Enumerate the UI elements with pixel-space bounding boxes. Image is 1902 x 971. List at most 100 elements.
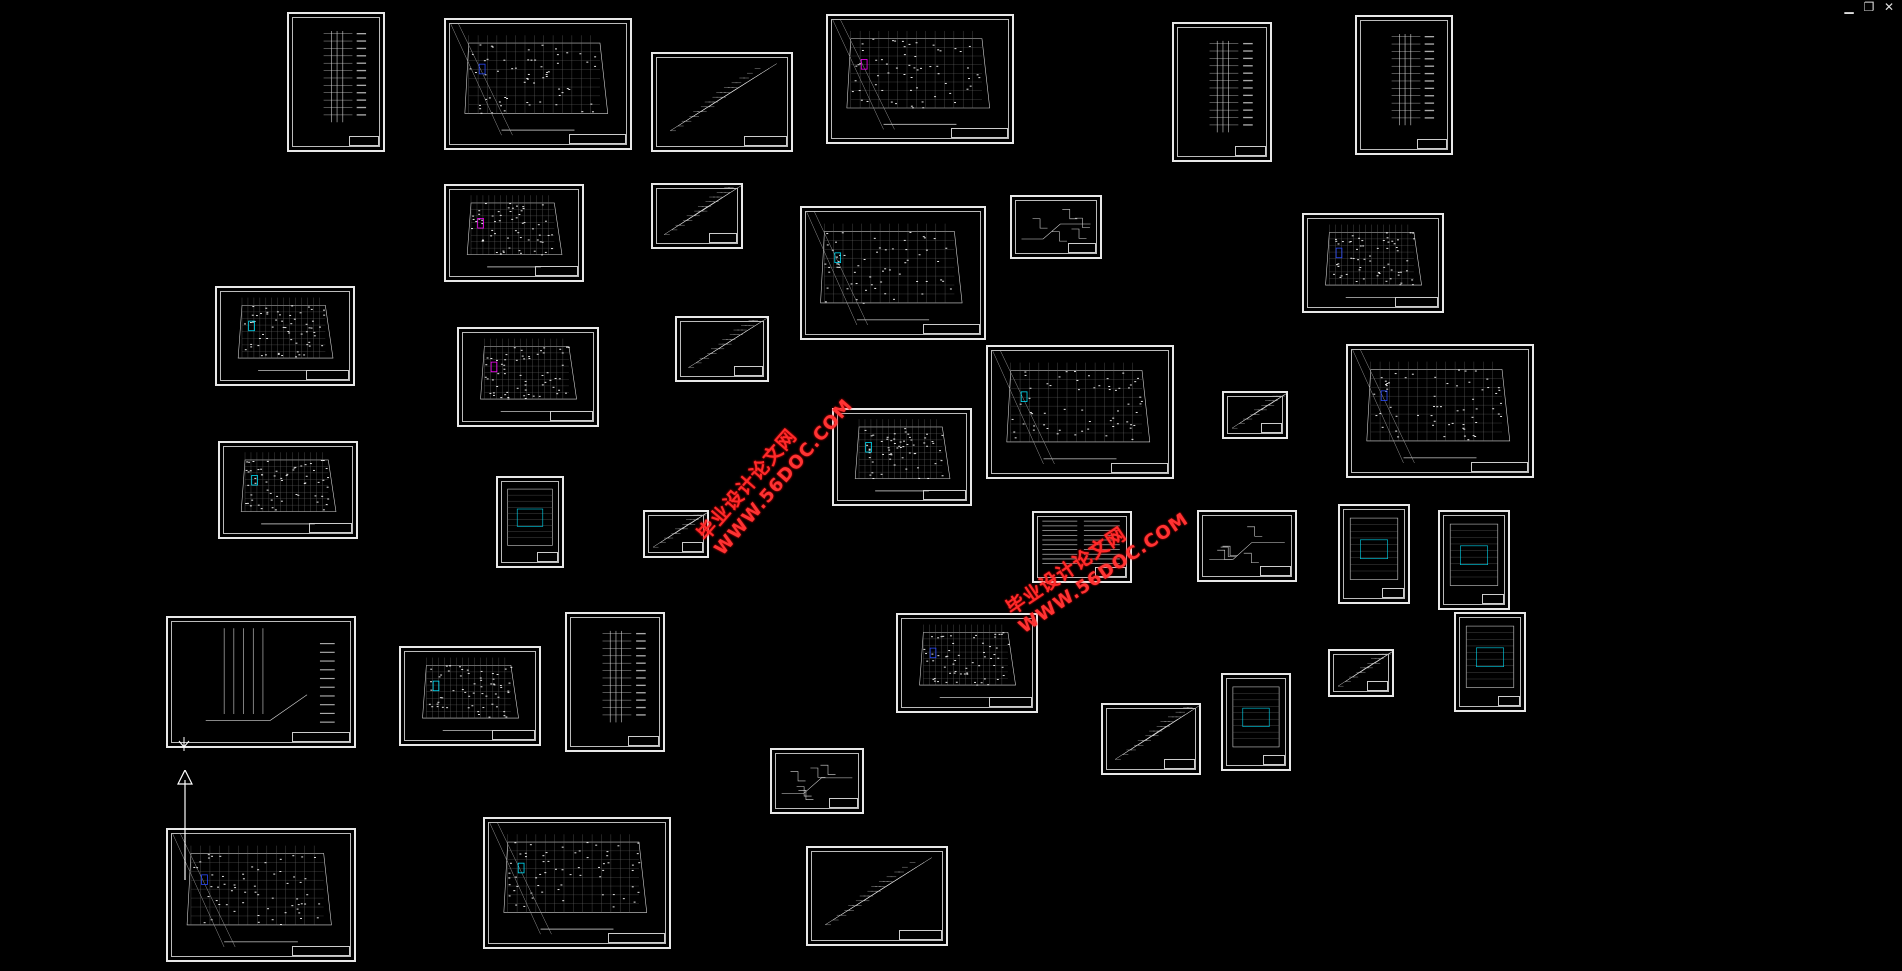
sheet-drawing-lines — [825, 857, 932, 926]
drawing-sheet-26[interactable] — [166, 616, 356, 748]
sheet-drawing-lines — [1349, 517, 1399, 580]
title-block — [1367, 681, 1388, 691]
drawing-sheet-30[interactable] — [1101, 703, 1201, 775]
drawing-sheet-10[interactable] — [1010, 195, 1102, 259]
sheet-drawing-lines — [237, 297, 334, 372]
title-block — [1481, 594, 1504, 604]
sheet-drawing-lines — [602, 630, 646, 723]
sheet-drawing-lines — [240, 452, 337, 525]
title-block — [1263, 755, 1285, 765]
drawing-sheet-37[interactable] — [806, 846, 948, 946]
sheet-drawing-lines — [919, 624, 1016, 699]
title-block — [829, 798, 858, 808]
title-block — [1235, 146, 1266, 156]
drawing-sheet-15[interactable] — [986, 345, 1174, 479]
title-block — [536, 552, 558, 562]
drawing-sheet-8[interactable] — [651, 183, 743, 249]
drawing-sheet-3[interactable] — [651, 52, 793, 152]
title-block — [306, 370, 349, 380]
sheet-drawing-lines — [480, 338, 577, 413]
sheet-drawing-lines — [323, 30, 367, 123]
sheet-drawing-lines — [422, 657, 519, 732]
sheet-drawing-lines — [670, 63, 777, 132]
drawing-sheet-4[interactable] — [826, 14, 1014, 144]
title-block — [1110, 463, 1168, 473]
title-block — [1381, 588, 1404, 598]
sheet-drawing-lines — [652, 512, 707, 548]
title-block — [898, 930, 942, 940]
drawing-sheet-36[interactable] — [483, 817, 671, 949]
sheet-drawing-lines — [205, 628, 335, 723]
drawing-sheet-16[interactable] — [1222, 391, 1288, 439]
drawing-sheet-28[interactable] — [565, 612, 665, 752]
drawing-sheet-12[interactable] — [215, 286, 355, 386]
drawing-sheet-6[interactable] — [1355, 15, 1453, 155]
drawing-sheet-17[interactable] — [1346, 344, 1534, 478]
drawing-sheet-27[interactable] — [399, 646, 541, 746]
title-block — [708, 233, 737, 243]
drawing-sheet-14[interactable] — [675, 316, 769, 382]
sheet-drawing-lines — [781, 764, 853, 800]
drawing-sheet-29[interactable] — [896, 613, 1038, 713]
drawing-sheet-24[interactable] — [1338, 504, 1410, 604]
title-block — [348, 136, 379, 146]
minimize-button[interactable]: ▁ — [1844, 0, 1854, 14]
title-block — [1394, 297, 1438, 307]
drawing-sheet-20[interactable] — [643, 510, 709, 558]
title-block — [743, 136, 787, 146]
sheet-drawing-lines — [806, 211, 963, 326]
sheet-drawing-lines — [1114, 705, 1199, 760]
title-block — [568, 134, 626, 144]
sheet-drawing-lines — [450, 23, 609, 136]
sheet-drawing-lines — [1337, 651, 1392, 687]
title-block — [607, 933, 665, 943]
title-block — [988, 697, 1032, 707]
ucs-marker-icon — [178, 737, 190, 751]
drawing-sheet-1[interactable] — [287, 12, 385, 152]
drawing-sheet-5[interactable] — [1172, 22, 1272, 162]
sheet-drawing-lines — [1209, 526, 1285, 563]
sheet-drawing-lines — [1391, 33, 1435, 126]
drawing-sheet-33[interactable] — [1454, 612, 1526, 712]
title-block — [292, 732, 350, 742]
sheet-drawing-lines — [1209, 40, 1253, 133]
drawing-sheet-19[interactable] — [496, 476, 564, 568]
close-button[interactable]: ✕ — [1883, 0, 1895, 14]
title-block — [628, 736, 659, 746]
title-block — [535, 266, 578, 276]
drawing-sheet-9[interactable] — [800, 206, 986, 340]
drawing-sheet-13[interactable] — [457, 327, 599, 427]
sheet-drawing-lines — [992, 350, 1151, 465]
drawing-sheet-2[interactable] — [444, 18, 632, 150]
drawing-sheet-34[interactable] — [770, 748, 864, 814]
drawing-sheet-18[interactable] — [218, 441, 358, 539]
title-block — [1470, 462, 1528, 472]
drawing-sheet-23[interactable] — [1197, 510, 1297, 582]
window-controls: ▁ ❐ ✕ — [1842, 0, 1896, 14]
drawing-sheet-31[interactable] — [1221, 673, 1291, 771]
sheet-drawing-lines — [664, 185, 741, 235]
drawing-sheet-11[interactable] — [1302, 213, 1444, 313]
title-block — [549, 411, 593, 421]
drawing-sheet-32[interactable] — [1328, 649, 1394, 697]
title-block — [491, 730, 535, 740]
title-block — [292, 946, 350, 956]
sheet-drawing-lines — [172, 833, 332, 948]
drawing-sheet-35[interactable] — [166, 828, 356, 962]
restore-button[interactable]: ❐ — [1863, 0, 1875, 14]
title-block — [1497, 696, 1520, 706]
title-block — [1067, 243, 1096, 253]
drawing-sheet-7[interactable] — [444, 184, 584, 282]
title-block — [1095, 567, 1126, 577]
sheet-drawing-lines — [688, 318, 767, 368]
title-block — [1260, 566, 1291, 576]
drawing-sheet-22[interactable] — [1032, 511, 1132, 583]
sheet-drawing-lines — [832, 19, 991, 130]
title-block — [1416, 139, 1447, 149]
sheet-drawing-lines — [854, 419, 951, 492]
sheet-drawing-lines — [466, 195, 563, 268]
drawing-sheet-25[interactable] — [1438, 510, 1510, 610]
title-block — [950, 128, 1008, 138]
drawing-sheet-21[interactable] — [832, 408, 972, 506]
